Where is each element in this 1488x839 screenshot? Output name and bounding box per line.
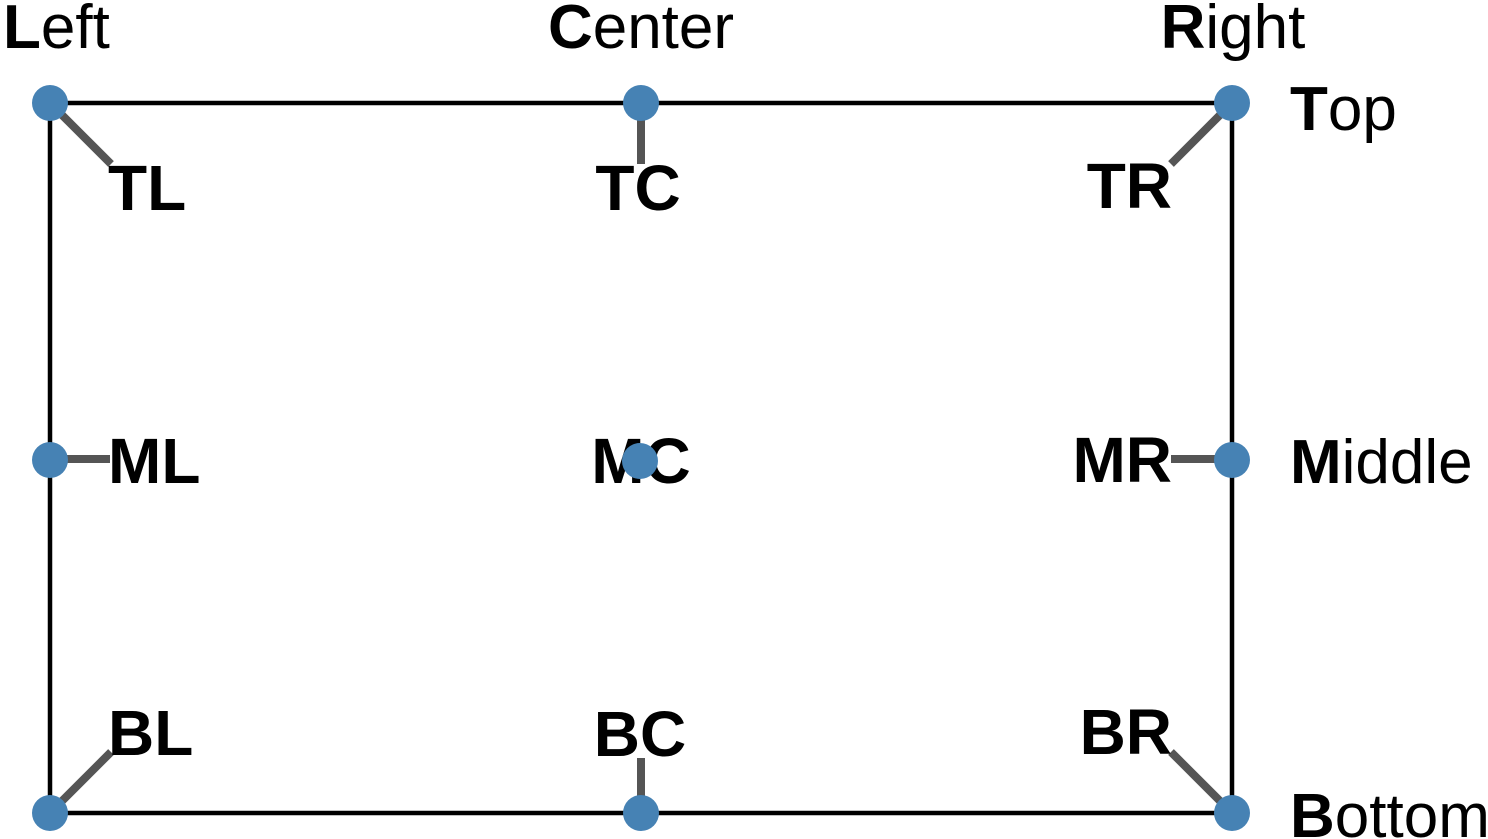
column-header-center: Center	[548, 0, 734, 62]
row-label-bottom: Bottom	[1290, 782, 1488, 839]
column-header-right: Right	[1161, 0, 1306, 62]
column-header-center-bold: C	[548, 0, 593, 62]
row-label-top: Top	[1290, 75, 1397, 144]
row-label-bottom-bold: B	[1290, 782, 1335, 839]
anchor-label-tl: TL	[108, 152, 186, 224]
column-header-right-rest: ight	[1205, 0, 1305, 62]
anchor-point-ml	[32, 442, 68, 478]
column-header-right-bold: R	[1161, 0, 1206, 62]
leader-line-bl	[54, 749, 114, 809]
row-label-middle: Middle	[1290, 428, 1473, 497]
row-label-middle-bold: M	[1290, 428, 1342, 497]
column-header-left-bold: L	[3, 0, 41, 62]
anchor-label-br: BR	[1080, 696, 1172, 768]
anchor-point-br	[1214, 795, 1250, 831]
column-header-center-rest: enter	[593, 0, 734, 62]
anchor-points	[32, 85, 1250, 831]
anchor-point-tc	[623, 85, 659, 121]
anchor-label-ml: ML	[108, 425, 200, 497]
anchor-label-bl: BL	[108, 697, 193, 769]
anchor-point-bl	[32, 795, 68, 831]
anchor-point-mr	[1214, 442, 1250, 478]
anchor-point-bc	[623, 795, 659, 831]
row-label-top-bold: T	[1290, 75, 1328, 144]
row-label-top-rest: op	[1328, 75, 1397, 144]
column-header-left: Left	[3, 0, 110, 62]
column-header-left-rest: eft	[41, 0, 110, 62]
anchor-label-tr: TR	[1087, 150, 1172, 222]
anchor-point-tl	[32, 85, 68, 121]
anchor-label-mr: MR	[1072, 424, 1172, 496]
row-label-bottom-rest: ottom	[1335, 782, 1488, 839]
leader-line-br	[1168, 749, 1228, 809]
anchor-label-bc: BC	[594, 698, 686, 770]
leader-line-tl	[54, 107, 114, 167]
leader-line-tr	[1168, 107, 1228, 167]
anchor-label-tc: TC	[595, 152, 680, 224]
row-label-middle-rest: iddle	[1342, 428, 1473, 497]
anchor-point-tr	[1214, 85, 1250, 121]
anchor-point-mc	[622, 443, 658, 479]
